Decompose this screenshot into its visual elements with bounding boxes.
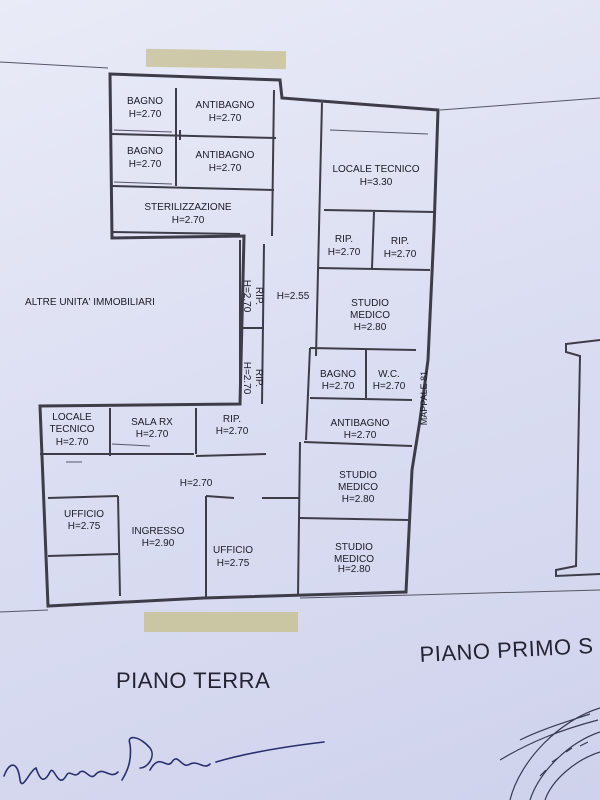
outer-walls [38,72,440,608]
room-height: H=2.80 [338,564,371,575]
room-name: UFFICIO [64,509,104,520]
floor-title-first: PIANO PRIMO S [419,633,594,667]
room-labels: BAGNO H=2.70 ANTIBAGNO H=2.70 BAGNO H=2.… [50,96,420,575]
room-name: RIP. [253,369,264,387]
room-height: H=2.70 [209,113,242,124]
room-name: RIP. [391,236,409,247]
room-name: BAGNO [127,96,163,107]
room-height: H=2.55 [277,291,310,302]
mappale-label: MAPPALE 81 [419,371,429,425]
room-name: W.C. [378,369,400,380]
room-height: H=2.70 [344,430,377,441]
room-name: SALA RX [131,417,173,428]
fixtures [66,100,429,463]
room-height: H=2.90 [142,538,175,549]
room-height: H=2.75 [68,521,101,532]
room-height: H=2.70 [384,249,417,260]
room-height: H=2.70 [129,109,162,120]
room-name: LOCALE TECNICO [332,164,419,175]
neighbours-label: ALTRE UNITA' IMMOBILIARI [25,297,155,308]
notary-stamp [499,707,600,800]
room-name: ANTIBAGNO [196,150,255,161]
redaction-bottom [144,612,298,632]
room-name: ANTIBAGNO [196,100,255,111]
room-height: H=2.70 [241,280,252,313]
first-floor-fragment [555,339,600,578]
room-height: H=2.70 [328,247,361,258]
room-height: H=2.70 [216,426,249,437]
floor-title-ground: PIANO TERRA [116,668,270,693]
room-name: RIP. [223,414,241,425]
room-name: INGRESSO [132,526,185,537]
context-lines [0,61,600,613]
room-height: H=2.80 [354,322,387,333]
room-height: H=2.70 [241,362,252,395]
room-name: STERILIZZAZIONE [144,202,232,213]
room-name: RIP. [253,287,264,305]
room-height: H=3.30 [360,177,393,188]
room-height: H=2.70 [129,159,162,170]
room-name: BAGNO [320,369,356,380]
room-height: H=2.70 [322,381,355,392]
redaction-top [145,48,287,70]
signature [3,736,325,785]
room-name: ANTIBAGNO [331,418,390,429]
room-height: H=2.70 [180,478,213,489]
room-height: H=2.70 [373,381,406,392]
room-name: RIP. [335,234,353,245]
room-name: BAGNO [127,146,163,157]
room-height: H=2.70 [56,437,89,448]
room-height: H=2.80 [342,494,375,505]
room-height: H=2.70 [172,215,205,226]
room-name: UFFICIO [213,545,253,556]
room-height: H=2.70 [136,429,169,440]
room-height: H=2.75 [217,558,250,569]
room-height: H=2.70 [209,163,242,174]
interior-walls [40,88,435,598]
